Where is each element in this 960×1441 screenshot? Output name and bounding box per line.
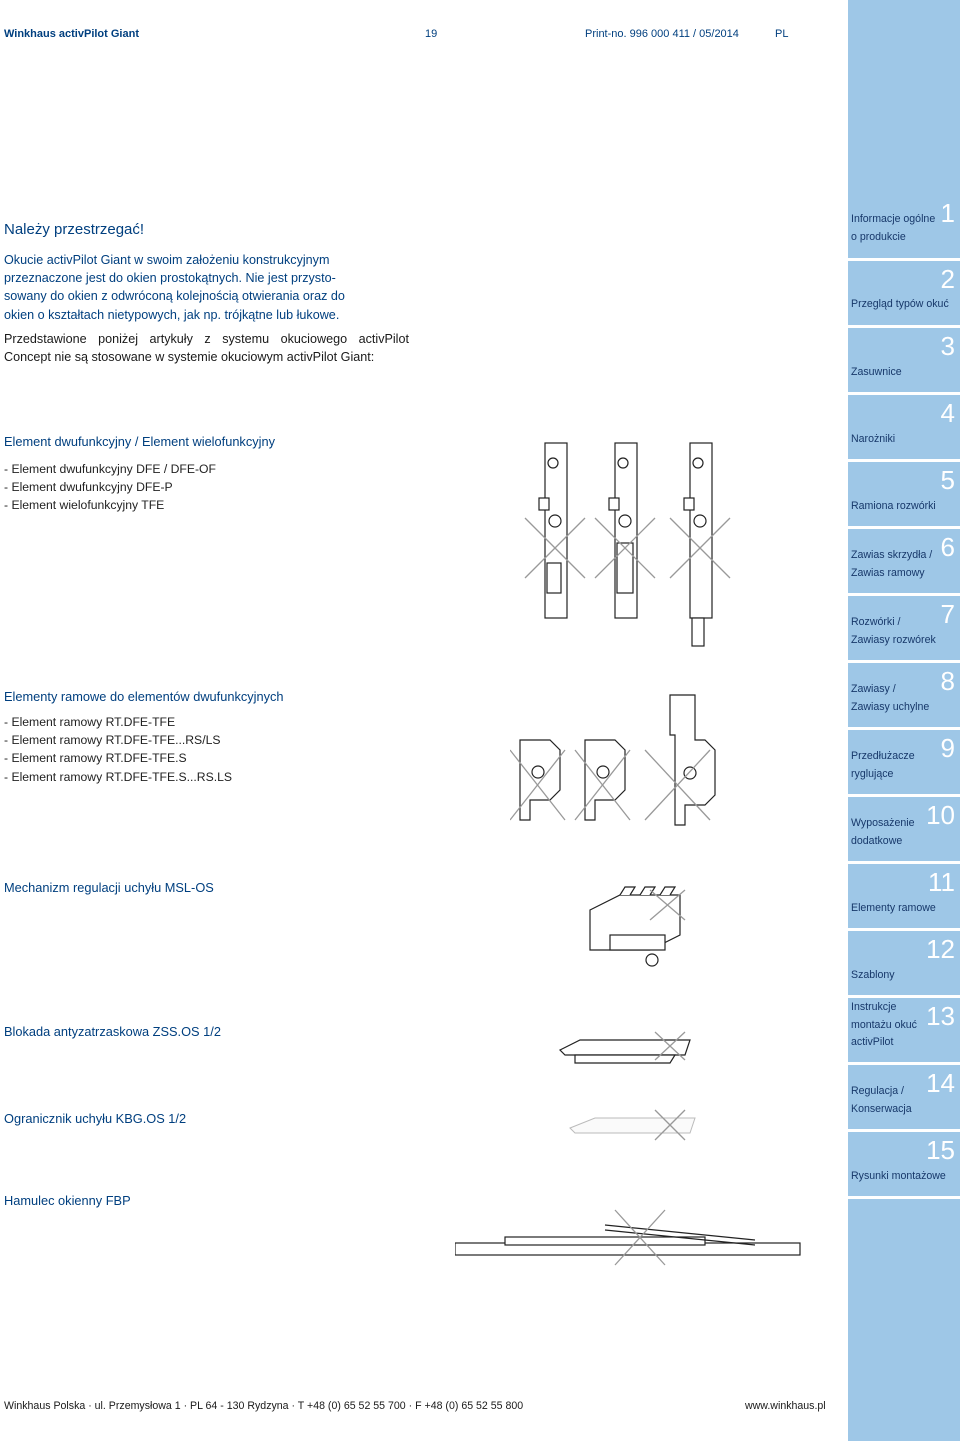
zss-os-illustration xyxy=(558,1031,691,1064)
section-title: Hamulec okienny FBP xyxy=(4,1193,131,1208)
warning-title: Należy przestrzegać! xyxy=(4,221,145,238)
language-code: PL xyxy=(775,28,789,40)
warning-line: przeznaczone jest do okien prostokątnych… xyxy=(4,271,336,286)
section-title: Elementy ramowe do elementów dwufunkcyjn… xyxy=(4,689,284,704)
list-item: - Element dwufunkcyjny DFE / DFE-OF xyxy=(4,462,216,476)
footer-website[interactable]: www.winkhaus.pl xyxy=(745,1400,826,1412)
section-title: Ogranicznik uchyłu KBG.OS 1/2 xyxy=(4,1111,187,1126)
warning-line: okien o kształtach nietypowych, jak np. … xyxy=(4,307,340,322)
list-item: - Element ramowy RT.DFE-TFE xyxy=(4,715,176,729)
doc-title: Winkhaus activPilot Giant xyxy=(4,28,139,40)
kbg-os-illustration xyxy=(569,1109,696,1141)
list-item: - Element ramowy RT.DFE-TFE.S...RS.LS xyxy=(4,769,232,784)
warning-body: Okucie activPilot Giant w swoim założeni… xyxy=(4,251,409,324)
section-title: Mechanizm regulacji uchyłu MSL-OS xyxy=(4,880,214,895)
list-item: - Element wielofunkcyjny TFE xyxy=(4,498,165,513)
list-item: - Element ramowy RT.DFE-TFE.S xyxy=(4,751,187,766)
warning-line: sowany do okien z odwróconą kolejnością … xyxy=(4,289,345,304)
page-number: 19 xyxy=(425,28,438,40)
intro-paragraph: Przedstawione poniżej artykuły z systemu… xyxy=(4,332,409,365)
list-item: - Element dwufunkcyjny DFE-P xyxy=(4,480,173,495)
fbp-illustration xyxy=(455,1209,801,1266)
print-number: Print-no. 996 000 411 / 05/2014 xyxy=(585,28,739,40)
section-title: Blokada antyzatrzaskowa ZSS.OS 1/2 xyxy=(4,1024,221,1039)
dfe-elements-illustration xyxy=(524,442,731,647)
section-items: - Element ramowy RT.DFE-TFE - Element ra… xyxy=(4,713,232,786)
list-item: - Element ramowy RT.DFE-TFE...RS/LS xyxy=(4,733,221,748)
section-title: Element dwufunkcyjny / Element wielofunk… xyxy=(4,434,275,449)
msl-os-illustration xyxy=(589,886,686,967)
section-items: - Element dwufunkcyjny DFE / DFE-OF - El… xyxy=(4,460,216,515)
frame-elements-illustration xyxy=(510,694,716,826)
footer-address: Winkhaus Polska · ul. Przemysłowa 1 · PL… xyxy=(4,1400,524,1412)
warning-line: Okucie activPilot Giant w swoim założeni… xyxy=(4,253,330,267)
